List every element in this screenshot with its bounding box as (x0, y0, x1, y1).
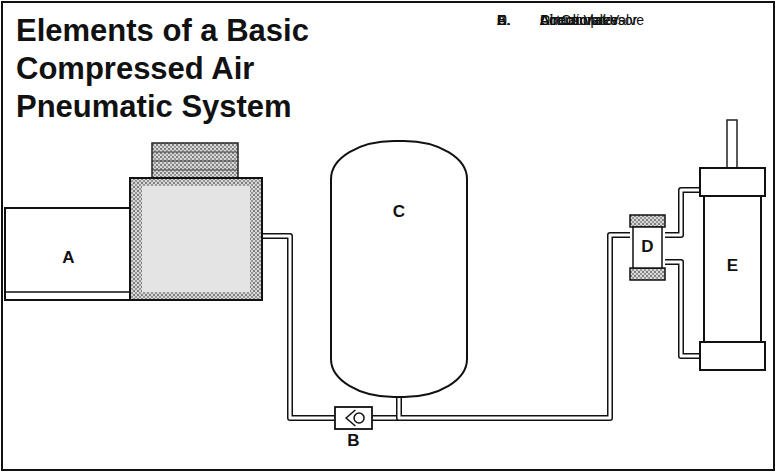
cooling-fins-part (152, 170, 238, 171)
pipe-bore (372, 398, 399, 418)
air-compressor-outline (5, 178, 262, 300)
air-pipe (665, 190, 700, 235)
check-valve-outline (335, 407, 372, 429)
piston-rod-part (727, 120, 737, 168)
cooling-fins (152, 143, 238, 179)
valve-end (630, 268, 665, 280)
part-letter: E. (497, 10, 510, 32)
directional-valve: D (630, 215, 665, 280)
pipe-bore (262, 236, 335, 418)
part-letter: B (335, 431, 372, 451)
part-letter: C (330, 202, 468, 222)
pipe-bore (665, 262, 700, 356)
accumulator-tank-outline (330, 140, 468, 398)
cooling-fins-part (152, 152, 238, 153)
valve-body (335, 407, 372, 429)
block-face (142, 186, 250, 292)
pipe-wall (262, 236, 335, 418)
valve-ball (354, 413, 364, 423)
actuator-cylinder: E (700, 168, 765, 370)
compressor-block (130, 178, 262, 300)
pipe-bore (665, 190, 700, 235)
air-compressor: A (5, 178, 262, 300)
check-valve: B (335, 407, 372, 429)
cylinder-cap (700, 342, 765, 370)
tank-shell (331, 141, 467, 397)
pipe-wall (665, 190, 700, 235)
pipe-wall (372, 398, 399, 418)
air-pipe (665, 262, 700, 356)
cylinder-cap (700, 168, 765, 196)
air-pipe (372, 398, 399, 418)
motor-base (5, 291, 132, 293)
valve-end (630, 215, 665, 227)
air-pipe (262, 236, 335, 418)
part-letter: A (5, 248, 132, 268)
part-letter: E (700, 256, 765, 276)
cooling-fins-part (152, 143, 238, 179)
pipe-wall (665, 262, 700, 356)
part-letter: D (630, 237, 665, 257)
accumulator-tank: C (330, 140, 468, 398)
part-name: Actuator (540, 10, 592, 32)
motor-box (5, 208, 132, 300)
title: Elements of a Basic Compressed Air Pneum… (16, 12, 356, 126)
cooling-fins-part (152, 161, 238, 162)
piston-rod (727, 120, 737, 168)
